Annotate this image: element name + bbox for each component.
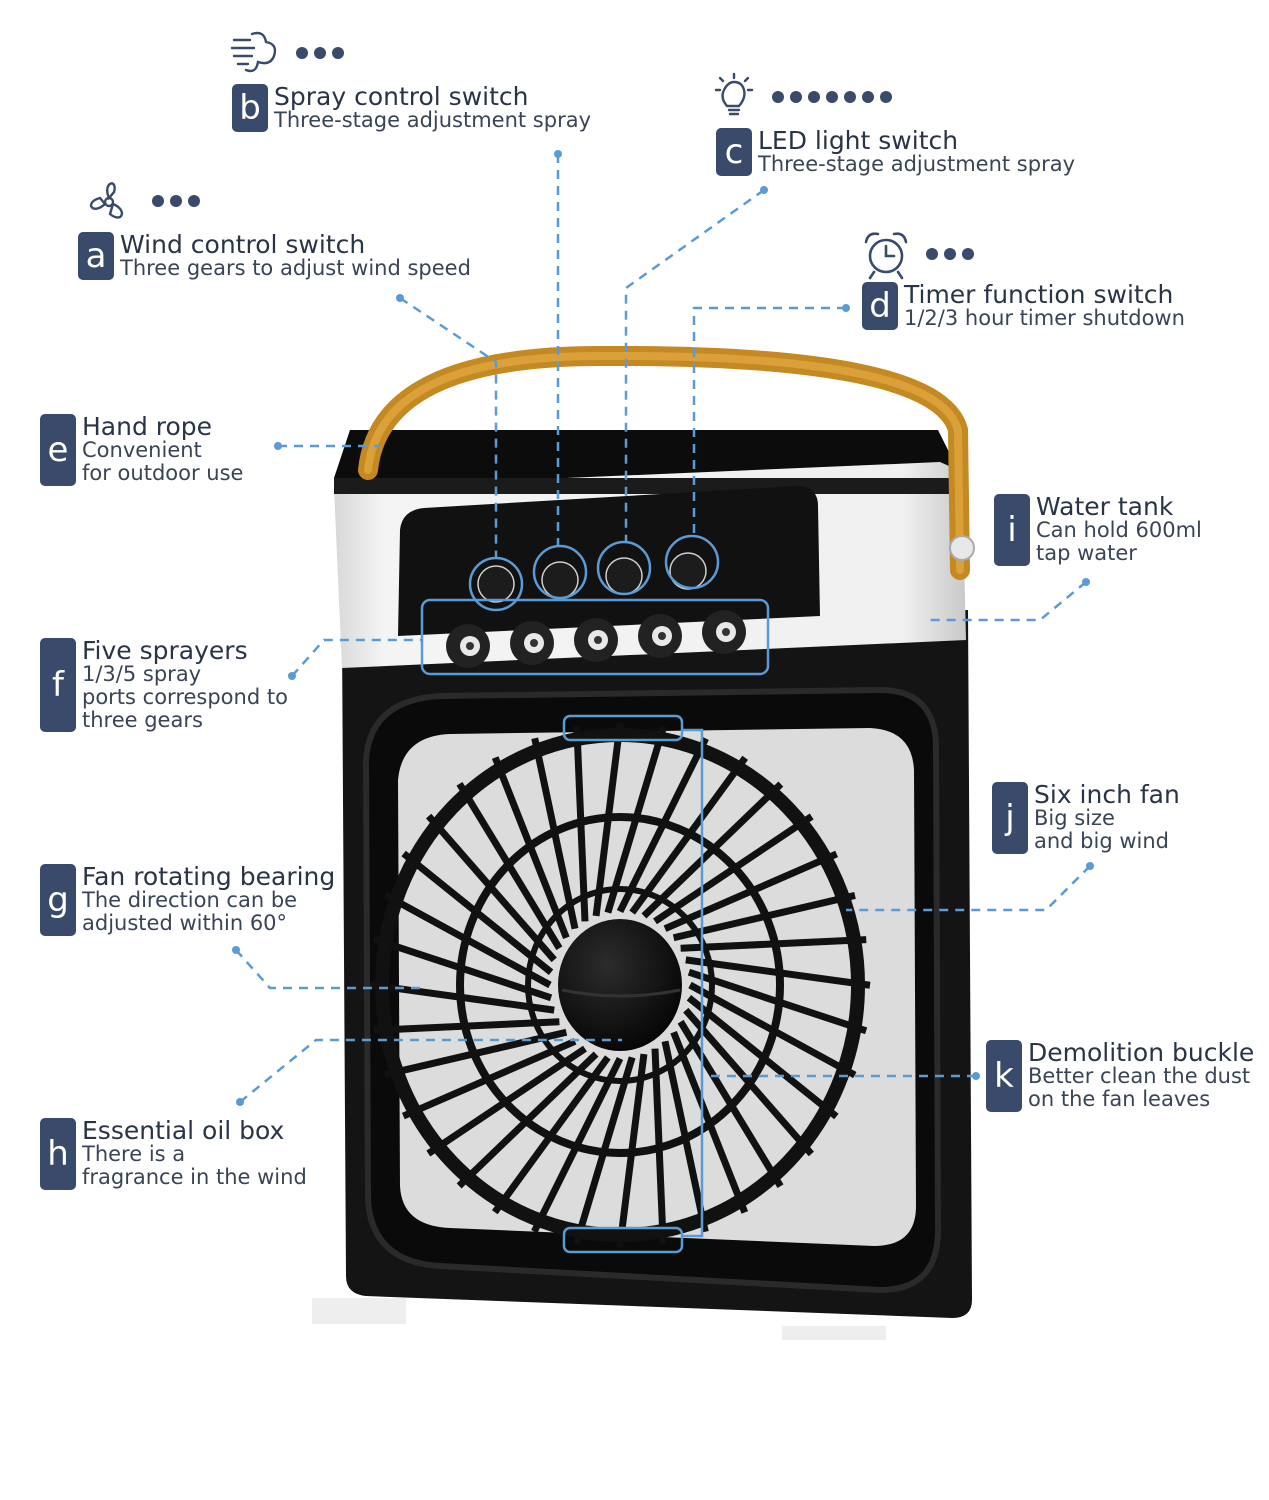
callout-f-line-2: ports correspond to — [82, 685, 288, 709]
icon-group-b — [230, 28, 350, 78]
callout-k-title: Demolition buckle — [1028, 1038, 1255, 1067]
fan-hub — [558, 919, 682, 1051]
callout-b-line-1: Three-stage adjustment spray — [274, 108, 592, 132]
badge-d: d — [862, 282, 898, 330]
badge-j: j — [992, 782, 1028, 854]
sprayer-nozzles — [446, 610, 746, 668]
callout-a-line-1: Three gears to adjust wind speed — [120, 256, 471, 280]
badge-f: f — [40, 638, 76, 732]
callout-e-line-2: for outdoor use — [82, 461, 244, 485]
badge-g: g — [40, 864, 76, 936]
icon-group-a — [80, 176, 206, 226]
callout-d-title: Timer function switch — [904, 280, 1174, 309]
callout-i-line-2: tap water — [1036, 541, 1137, 565]
badge-c: c — [716, 128, 752, 176]
callout-h-line-2: fragrance in the wind — [82, 1165, 307, 1189]
callout-k-line-2: on the fan leaves — [1028, 1087, 1211, 1111]
callout-k: k Demolition buckle Better clean the dus… — [986, 1040, 1254, 1112]
alarm-clock-icon — [864, 232, 908, 280]
callout-f: f Five sprayers 1/3/5 spray ports corres… — [40, 638, 288, 732]
grille-ring-outer — [375, 728, 865, 1242]
callout-b: b Spray control switch Three-stage adjus… — [232, 84, 591, 132]
grille-ring-inner — [525, 886, 715, 1084]
fan-icon — [89, 182, 124, 219]
callout-h-line-1: There is a — [82, 1142, 186, 1166]
callout-i: i Water tank Can hold 600ml tap water — [994, 494, 1202, 566]
callout-e-title: Hand rope — [82, 412, 213, 441]
dots-a — [152, 195, 206, 207]
top-lid — [334, 430, 958, 488]
callout-d-line-1: 1/2/3 hour timer shutdown — [904, 306, 1185, 330]
hub-seam — [561, 988, 681, 998]
badge-i: i — [994, 494, 1030, 566]
highlights — [420, 534, 770, 1254]
callout-e-line-1: Convenient — [82, 438, 202, 462]
icon-group-c — [710, 72, 898, 122]
icon-group-d — [860, 228, 980, 280]
callout-j-line-1: Big size — [1034, 806, 1115, 830]
callout-a: a Wind control switch Three gears to adj… — [78, 232, 471, 280]
callout-g-title: Fan rotating bearing — [82, 862, 336, 891]
foot-shadow-right — [782, 1326, 886, 1340]
callout-c-line-1: Three-stage adjustment spray — [758, 152, 1076, 176]
badge-b: b — [232, 84, 268, 132]
callout-b-title: Spray control switch — [274, 82, 529, 111]
callout-h: h Essential oil box There is a fragrance… — [40, 1118, 307, 1190]
grille-ring-mid — [456, 813, 784, 1157]
callout-e: e Hand rope Convenient for outdoor use — [40, 414, 243, 486]
callout-c-title: LED light switch — [758, 126, 959, 155]
badge-h: h — [40, 1118, 76, 1190]
leader-endpoints — [232, 150, 1094, 1106]
callout-f-title: Five sprayers — [82, 636, 248, 665]
dots-d — [926, 248, 980, 260]
callout-f-line-1: 1/3/5 spray — [82, 662, 202, 686]
foot-shadow-left — [312, 1298, 406, 1324]
badge-e: e — [40, 414, 76, 486]
callout-g-line-2: adjusted within 60° — [82, 911, 288, 935]
callout-g: g Fan rotating bearing The direction can… — [40, 864, 335, 936]
control-buttons — [477, 552, 707, 603]
callout-i-title: Water tank — [1036, 492, 1174, 521]
callout-a-title: Wind control switch — [120, 230, 366, 259]
callout-c: c LED light switch Three-stage adjustmen… — [716, 128, 1075, 176]
callout-h-title: Essential oil box — [82, 1116, 285, 1145]
badge-a: a — [78, 232, 114, 280]
light-bulb-icon — [714, 72, 754, 116]
callout-j-title: Six inch fan — [1034, 780, 1180, 809]
callout-j: j Six inch fan Big size and big wind — [992, 782, 1180, 854]
callout-k-line-1: Better clean the dust — [1028, 1064, 1251, 1088]
handle-pivot — [949, 535, 975, 561]
dots-b — [296, 47, 350, 59]
control-panel — [398, 486, 820, 636]
dots-c — [772, 91, 898, 103]
spray-icon — [230, 31, 277, 73]
lid-rim — [334, 478, 964, 494]
callout-i-line-1: Can hold 600ml — [1036, 518, 1202, 542]
callout-j-line-2: and big wind — [1034, 829, 1170, 853]
callout-d: d Timer function switch 1/2/3 hour timer… — [862, 282, 1185, 330]
callout-f-line-3: three gears — [82, 708, 203, 732]
leader-lines — [235, 154, 1091, 1103]
callout-g-line-1: The direction can be — [82, 888, 298, 912]
badge-k: k — [986, 1040, 1022, 1112]
